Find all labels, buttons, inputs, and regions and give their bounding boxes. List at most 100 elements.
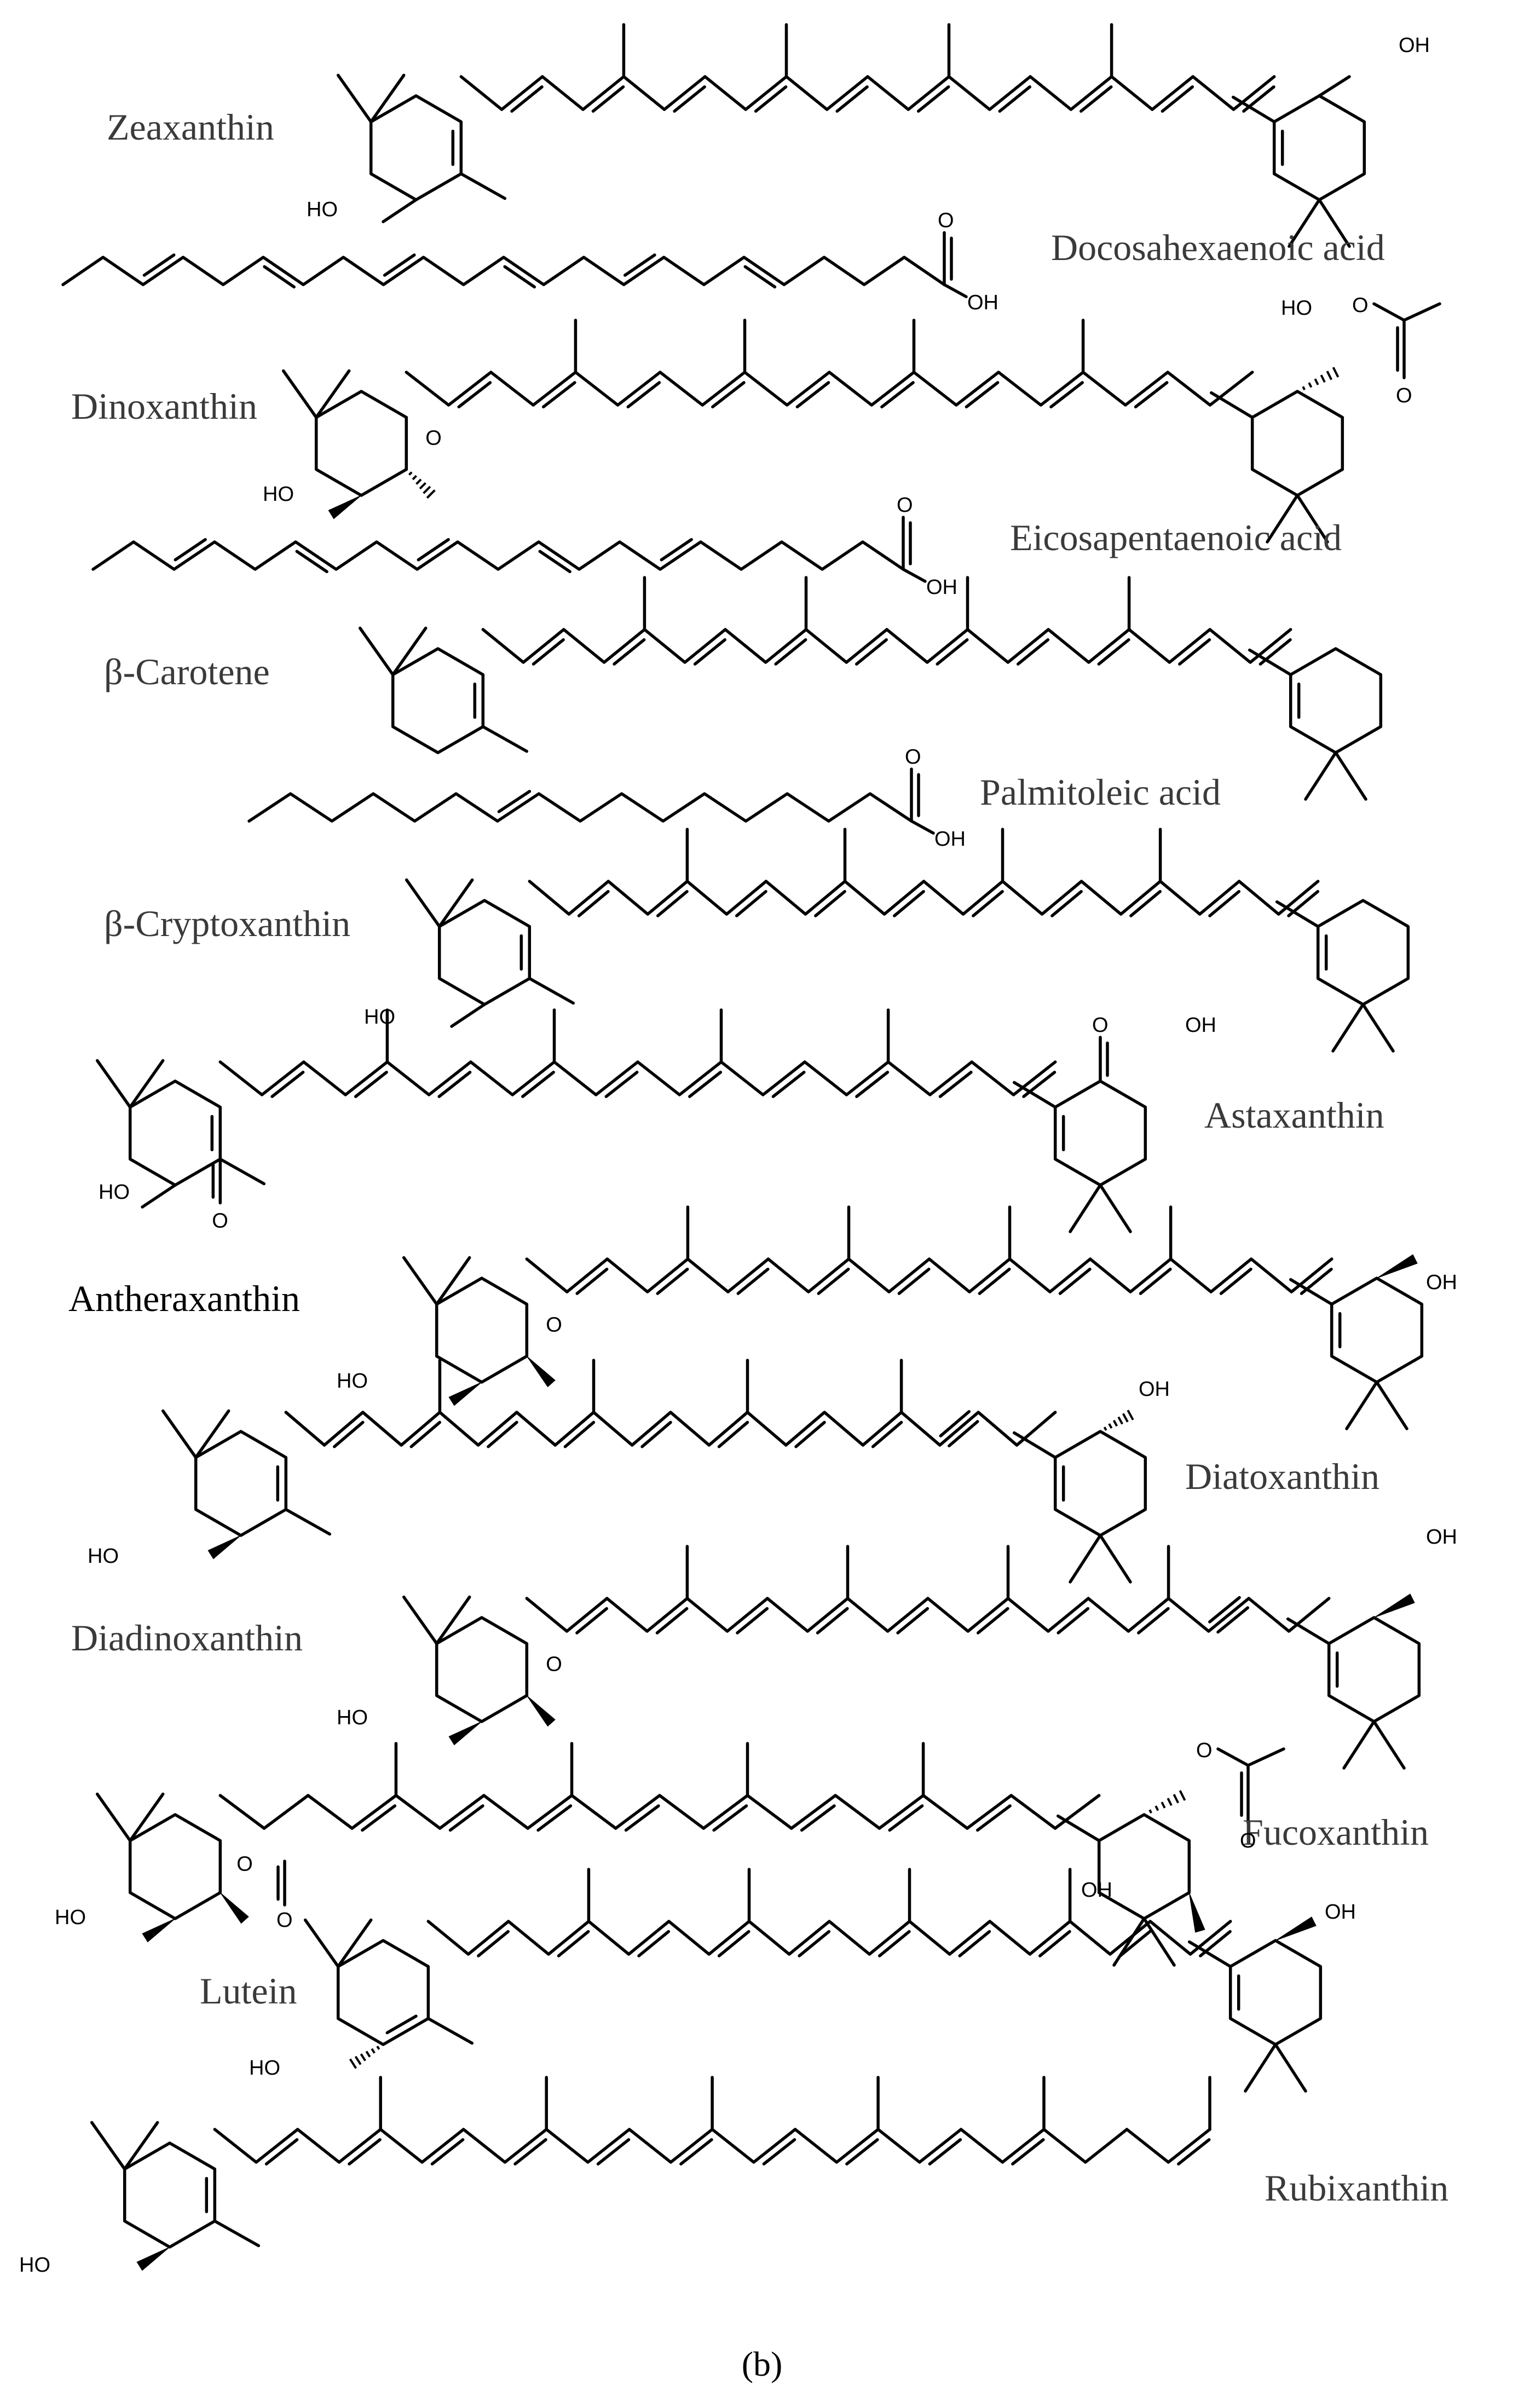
astaxanthin-double-bond [855, 1071, 890, 1098]
rubixanthin-double-bond [1011, 2138, 1045, 2166]
astaxanthin-double-bond [270, 1071, 305, 1098]
compound-name-eicosapentaenoic-acid: Eicosapentaenoic acid [1010, 517, 1342, 558]
fucoxanthin-acetyl-methyl [1246, 1747, 1285, 1767]
diatoxanthin-double-bond [871, 1420, 903, 1448]
dha-cis-double-bond [263, 265, 296, 288]
dha-cis-double-bond [383, 253, 416, 277]
dinoxanthin-acetate-hashed [1302, 367, 1340, 391]
fucoxanthin-double-bond [712, 1804, 748, 1832]
dinoxanthin-right-hydroxyl: HO [1281, 297, 1312, 320]
lutein-double-bond [637, 1930, 671, 1957]
fucoxanthin-right-gem-a [1112, 1917, 1146, 1967]
rubixanthin-double-bond [264, 2138, 299, 2166]
astaxanthin-double-bond [437, 1071, 472, 1098]
dinoxanthin-left-gem-methyl-a [281, 369, 318, 419]
lutein-double-bond [1118, 1930, 1152, 1957]
zeaxanthin-left-gem-methyl-a [336, 73, 373, 124]
zeaxanthin-right-hydroxyl: OH [1399, 34, 1430, 57]
fucoxanthin-double-bond [975, 1804, 1012, 1832]
dinoxanthin-acetyl-methyl [1402, 302, 1441, 322]
rubixanthin-double-bond [348, 2138, 382, 2166]
zeaxanthin-left-hydroxyl: HO [307, 198, 338, 221]
fucoxanthin-right-hydroxyl: OH [1081, 1879, 1112, 1902]
epa-cis-double-bond [660, 538, 693, 562]
diatoxanthin-triple-bond [948, 1420, 979, 1448]
lutein-double-bond [798, 1930, 831, 1957]
antheraxanthin-right-ring [1330, 1277, 1424, 1384]
diatoxanthin-double-bond [487, 1420, 518, 1448]
compound-name-beta-cryptoxanthin: β-Cryptoxanthin [104, 903, 350, 944]
rubixanthin-double-bond [596, 2138, 631, 2166]
zeaxanthin-left-OH-bond [382, 198, 418, 223]
fucoxanthin-left-ring [128, 1813, 222, 1920]
lutein-left-OH-hashed [349, 2045, 380, 2069]
diatoxanthin-double-bond [563, 1420, 596, 1448]
beta-carotene-left-ring-methyl [481, 725, 529, 753]
antheraxanthin-double-bond [978, 1267, 1011, 1295]
antheraxanthin-double-bond [897, 1267, 931, 1295]
fucoxanthin-double-bond [800, 1804, 836, 1832]
antheraxanthin-double-bond [1139, 1267, 1172, 1295]
epa-cis-double-bond [174, 538, 207, 562]
compound-name-dinoxanthin: Dinoxanthin [71, 385, 257, 427]
beta-carotene-right-ring [1289, 647, 1383, 754]
beta-cryptoxanthin-right-gem-b [1361, 1003, 1395, 1053]
lutein-right-ring [1228, 1939, 1323, 2046]
compound-name-beta-carotene: β-Carotene [104, 651, 270, 692]
lutein-right-OH-wedge [1275, 1916, 1317, 1941]
diatoxanthin-left-ring-methyl [284, 1508, 332, 1536]
diadinoxanthin-right-OH-wedge [1373, 1593, 1415, 1618]
beta-cryptoxanthin-double-bond [735, 890, 767, 917]
astaxanthin-double-bond [771, 1071, 806, 1098]
antheraxanthin-double-bond [1219, 1267, 1252, 1295]
antheraxanthin-backbone [525, 1257, 1334, 1293]
rubixanthin-double-bond [679, 2138, 713, 2166]
rubixanthin-ring-methyl [213, 2219, 261, 2248]
zeaxanthin-left-ring [369, 94, 463, 201]
astaxanthin-left-ring-methyl [218, 1157, 266, 1186]
zeaxanthin-double-bond [1080, 85, 1113, 113]
diadinoxanthin-double-bond [575, 1607, 608, 1635]
lutein-right-ring-methyl [1187, 1940, 1232, 1968]
compound-name-fucoxanthin: Fucoxanthin [1243, 1811, 1429, 1853]
zeaxanthin-double-bond [673, 85, 706, 113]
dinoxanthin-double-bond [541, 381, 576, 409]
lutein-right-hydroxyl: OH [1325, 1901, 1356, 1924]
beta-cryptoxanthin-double-bond [1208, 890, 1241, 917]
lutein-double-bond [958, 1930, 991, 1957]
antheraxanthin-epoxide-oxygen: O [546, 1314, 562, 1337]
dinoxanthin-backbone [405, 371, 1254, 407]
diatoxanthin-left-gem-methyl-a [161, 1409, 198, 1459]
diadinoxanthin-double-bond [736, 1607, 769, 1635]
diadinoxanthin-right-ring [1327, 1616, 1421, 1723]
beta-carotene-double-bond [532, 638, 565, 666]
fucoxanthin-right-ring-methyl [1056, 1814, 1101, 1843]
fucoxanthin-double-bond [361, 1804, 397, 1832]
zeaxanthin-backbone [459, 75, 1276, 111]
astaxanthin-double-bond [1022, 1071, 1057, 1098]
dinoxanthin-double-bond [711, 381, 746, 409]
dinoxanthin-right-gem-a [1266, 494, 1299, 544]
astaxanthin-double-bond [938, 1071, 973, 1098]
diadinoxanthin-right-ring-methyl [1286, 1617, 1331, 1645]
compound-name-rubixanthin: Rubixanthin [1265, 2167, 1448, 2209]
lutein-left-ring-ring-double-bond [385, 2014, 418, 2035]
epa-carbonyl-oxygen: O [897, 494, 913, 517]
compound-name-lutein: Lutein [200, 1970, 297, 2012]
beta-cryptoxanthin-double-bond [1050, 890, 1083, 917]
rubixanthin-double-bond [762, 2138, 796, 2166]
dha-cis-double-bond [142, 253, 176, 277]
beta-carotene-double-bond [1016, 638, 1050, 666]
astaxanthin-left-ketone-oxygen: O [212, 1210, 228, 1233]
diatoxanthin-left-hydroxyl: HO [88, 1545, 119, 1568]
fucoxanthin-right-ring [1097, 1813, 1191, 1920]
antheraxanthin-right-OH-wedge [1376, 1254, 1418, 1279]
fucoxanthin-backbone [218, 1794, 1101, 1830]
dha-cis-double-bond [503, 265, 536, 288]
fucoxanthin-acetyl-oxygen: O [1240, 1829, 1256, 1852]
fucoxanthin-right-OH-wedge [1188, 1892, 1205, 1933]
lutein-double-bond [557, 1930, 590, 1957]
dinoxanthin-methyl-hashed [408, 471, 436, 499]
diatoxanthin-double-bond [794, 1420, 826, 1448]
caption-close-paren: ) [771, 2345, 782, 2383]
